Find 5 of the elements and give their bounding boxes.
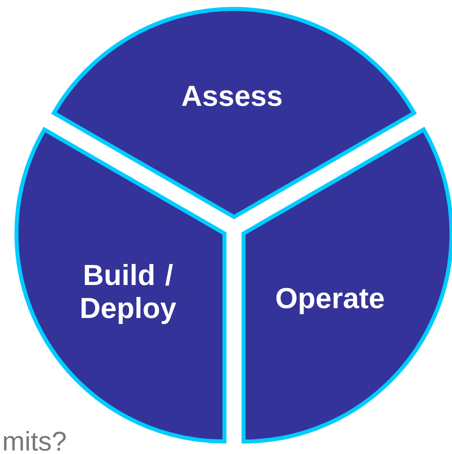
node-label: Assess (182, 86, 282, 106)
node-label: Operate (276, 288, 384, 314)
sector-wedge: Operate (242, 128, 452, 444)
node-label: Build / Deploy (82, 264, 176, 324)
sector-wedge: Assess (52, 6, 416, 219)
